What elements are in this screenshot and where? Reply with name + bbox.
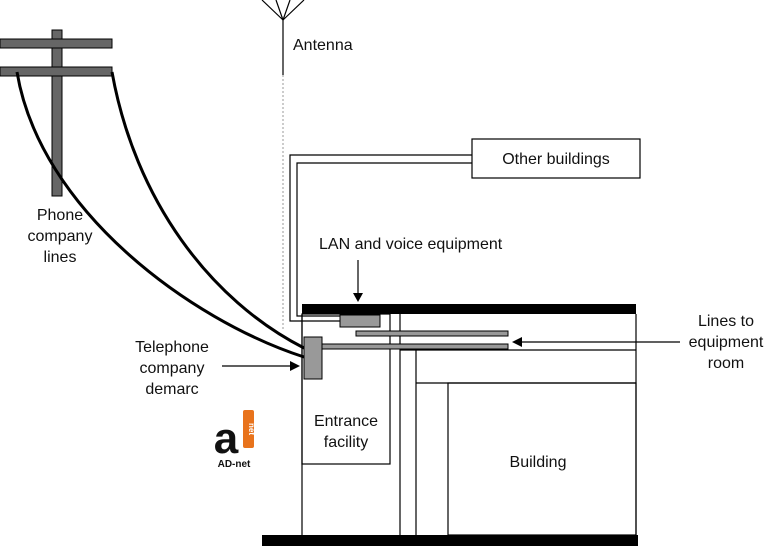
logo-badge-bg: [243, 410, 254, 448]
pole-crossarm-top: [0, 38, 113, 49]
other-buildings-link: [289, 154, 472, 322]
pole-crossarm-bottom: [0, 66, 113, 77]
phone-line-inner: [110, 71, 305, 350]
logo-letter: a: [214, 414, 239, 463]
demarc-label-1: Telephone: [135, 339, 209, 356]
phone-line-outer: [15, 71, 305, 359]
phone-company-lines: [15, 71, 305, 359]
building-foundation: [262, 535, 638, 546]
phone-lines-label-2: company: [28, 228, 93, 245]
pole-shaft: [51, 29, 63, 197]
telephone-pole: [0, 29, 113, 197]
lines-to-label-1: Lines to: [698, 313, 754, 330]
lan-arrow-head: [353, 293, 363, 302]
lines-arrow-head: [512, 337, 522, 347]
demarc-label-2: company: [140, 360, 205, 377]
demarc-box: [303, 336, 323, 380]
lines-to-label-3: room: [708, 355, 744, 372]
entrance-label-1: Entrance: [314, 413, 378, 430]
entrance-label-2: facility: [324, 434, 368, 451]
building-room-box: [447, 382, 637, 536]
logo-caption: AD-net: [218, 459, 251, 470]
arrows: [222, 260, 680, 371]
logo-badge-text: net: [247, 423, 256, 435]
equipment-line-upper: [355, 330, 509, 337]
building-roof: [302, 304, 636, 314]
antenna-label: Antenna: [293, 37, 353, 54]
lines-to-label-2: equipment: [689, 334, 764, 351]
equipment-room-lines: [321, 330, 509, 350]
demarc-arrow-head: [290, 361, 300, 371]
entrance-facility-box: [301, 313, 391, 465]
building-structure: [262, 304, 638, 546]
lan-voice-label: LAN and voice equipment: [319, 236, 503, 253]
ad-net-logo: a net AD-net: [214, 410, 256, 470]
lan-voice-equipment-box: [339, 314, 381, 328]
phone-lines-label-1: Phone: [37, 207, 83, 224]
building-label: Building: [510, 454, 567, 471]
phone-lines-label-3: lines: [44, 249, 77, 266]
equipment-line-lower: [321, 343, 509, 350]
other-buildings-box: [471, 138, 641, 179]
antenna-icon: [261, 0, 305, 75]
demarc-label-3: demarc: [145, 381, 198, 398]
other-buildings-label: Other buildings: [502, 151, 610, 168]
